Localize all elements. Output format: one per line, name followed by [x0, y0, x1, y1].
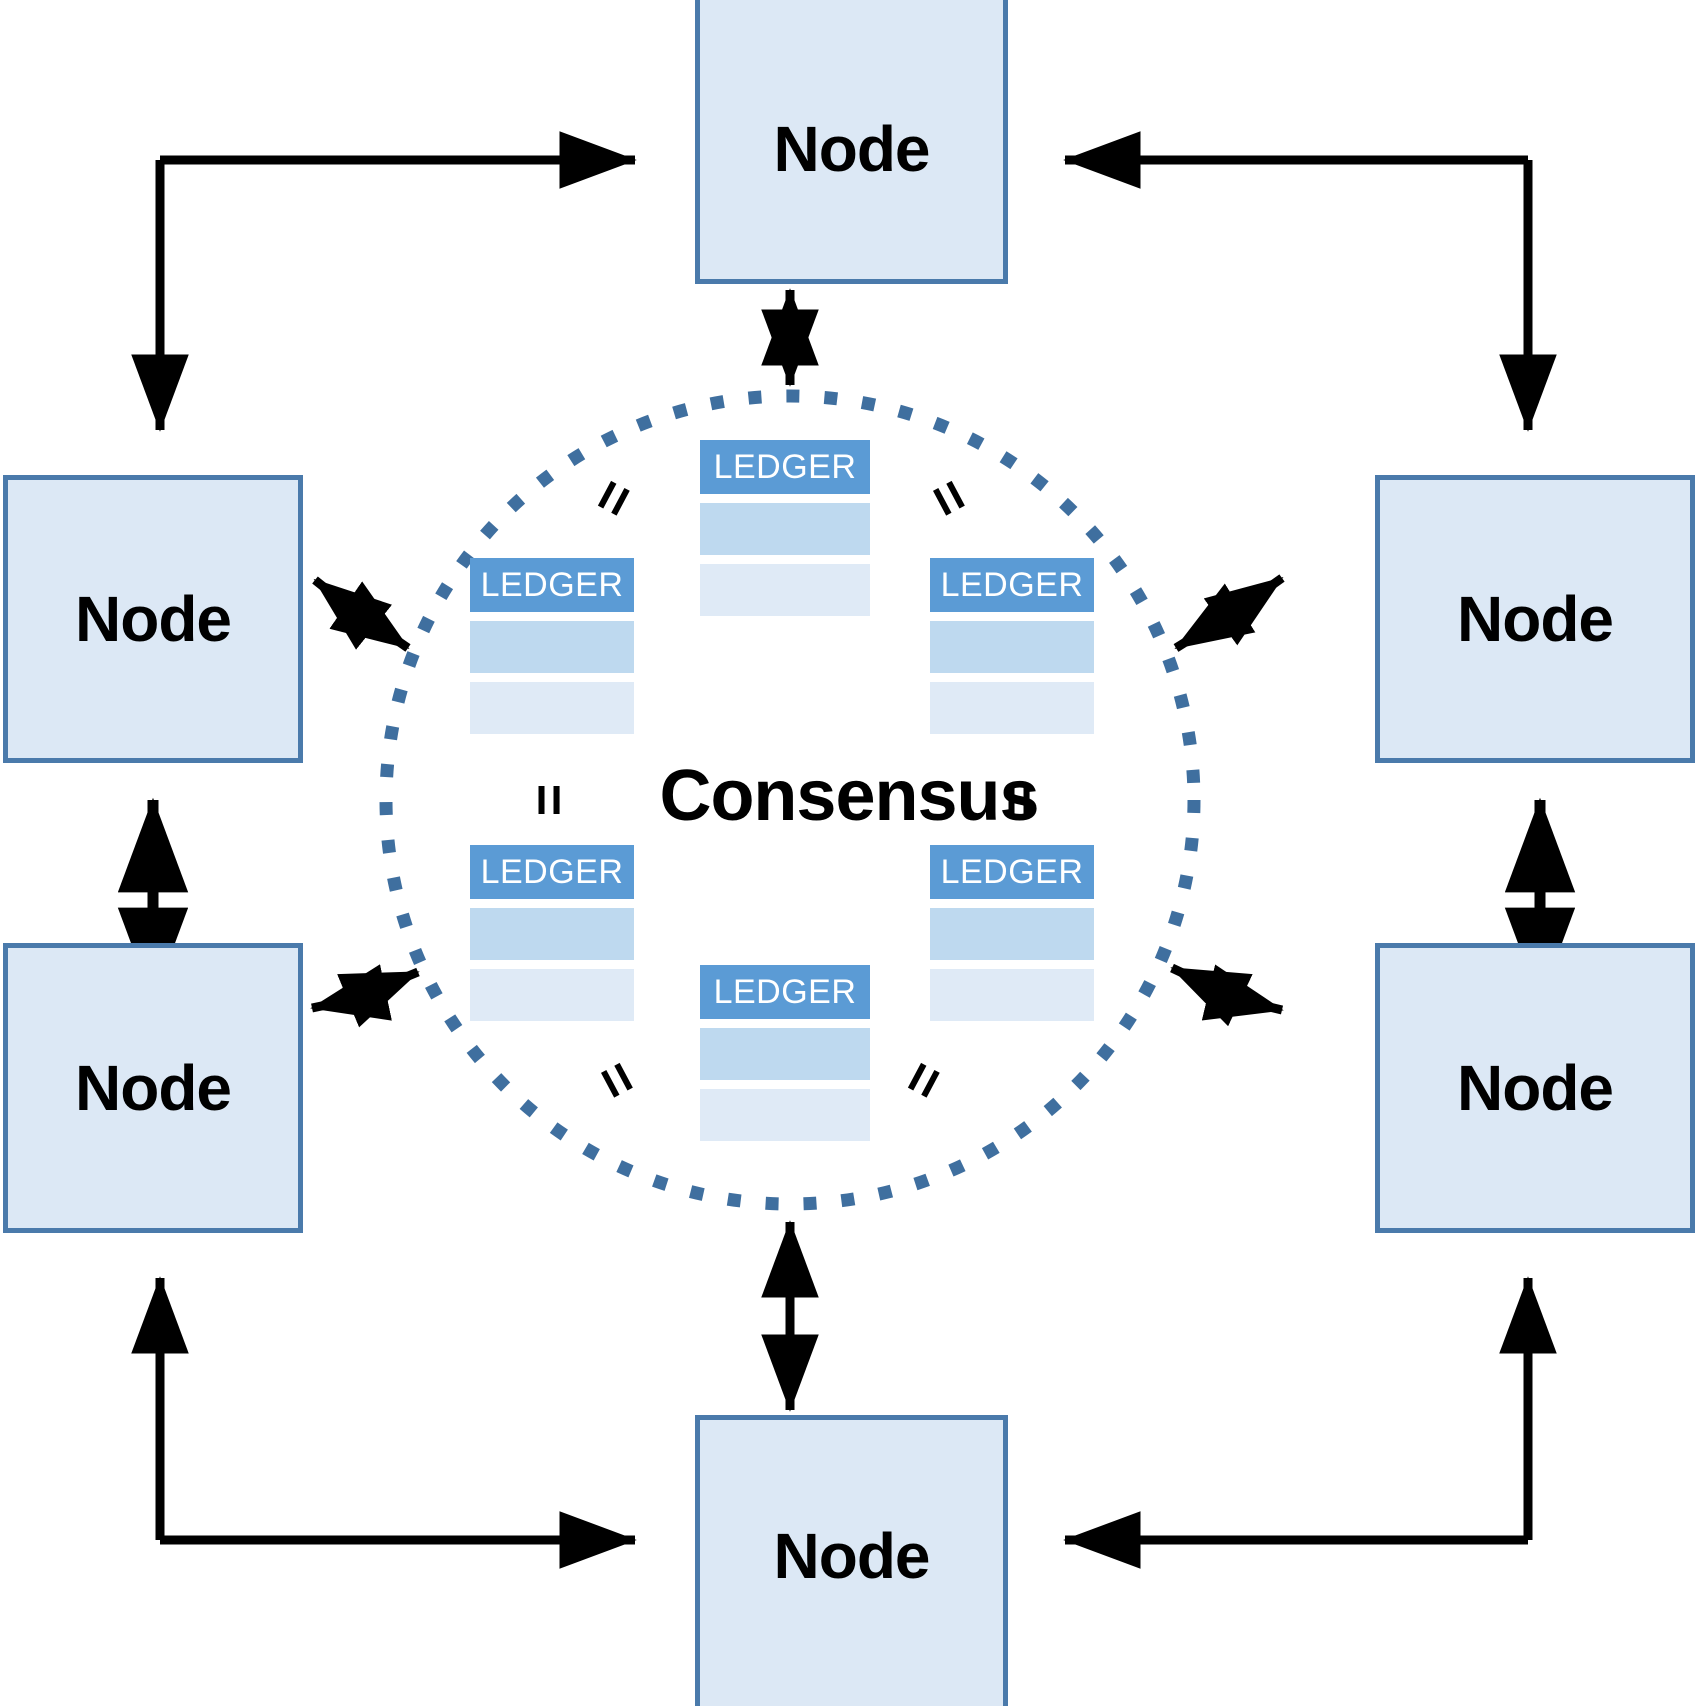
arrow-topleft-ring: [131, 131, 637, 432]
node-right-lower-label: Node: [1457, 1052, 1614, 1124]
ledger-right-lower-header: LEDGER: [930, 845, 1094, 899]
ledger-left-lower-row-2: [470, 969, 634, 1021]
ledger-right-upper-row-1: [930, 621, 1094, 673]
ledger-card-right-upper[interactable]: LEDGER: [930, 558, 1094, 734]
ledger-card-bottom[interactable]: LEDGER: [700, 965, 870, 1141]
node-top-label: Node: [773, 113, 931, 185]
equals-mark-west: =: [518, 783, 582, 817]
ledger-right-lower-row-1: [930, 908, 1094, 960]
ledger-left-upper-header: LEDGER: [470, 558, 634, 612]
ledger-left-upper-row-2: [470, 682, 634, 734]
node-left-lower-label: Node: [75, 1052, 232, 1124]
ledger-left-lower-header: LEDGER: [470, 845, 634, 899]
ledger-top-row-2: [700, 564, 870, 616]
ledger-right-upper-row-2: [930, 682, 1094, 734]
equals-mark-north-east: =: [914, 468, 986, 527]
ledger-bottom-row-2: [700, 1089, 870, 1141]
node-left-upper[interactable]: Node: [3, 475, 303, 763]
arrow-leftlower-to-consensus: [310, 964, 420, 1028]
ledger-top-row-1: [700, 503, 870, 555]
node-top[interactable]: Node: [695, 0, 1008, 284]
ledger-bottom-row-1: [700, 1028, 870, 1080]
ledger-left-upper-row-1: [470, 621, 634, 673]
arrow-rightupper-to-consensus: [1173, 574, 1285, 652]
consensus-label: Consensus: [659, 756, 1039, 836]
node-right-lower[interactable]: Node: [1375, 943, 1695, 1233]
equals-mark-south-west: =: [582, 1050, 654, 1109]
arrow-rightlower-to-consensus: [1170, 963, 1284, 1027]
ledger-top-header: LEDGER: [700, 440, 870, 494]
equals-mark-north-west: =: [577, 468, 649, 527]
node-left-upper-label: Node: [75, 583, 232, 655]
ledger-card-left-upper[interactable]: LEDGER: [470, 558, 634, 734]
node-right-upper[interactable]: Node: [1375, 475, 1695, 763]
ledger-right-upper-header: LEDGER: [930, 558, 1094, 612]
node-bottom[interactable]: Node: [695, 1415, 1008, 1706]
ledger-left-lower-row-1: [470, 908, 634, 960]
ledger-card-left-lower[interactable]: LEDGER: [470, 845, 634, 1021]
arrow-bottomleft-ring: [131, 1276, 637, 1569]
arrow-leftupper-to-consensus: [312, 576, 411, 652]
node-bottom-label: Node: [773, 1519, 931, 1592]
arrow-topright-ring: [1063, 131, 1557, 432]
arrow-bottomright-ring: [1063, 1276, 1557, 1569]
ledger-right-lower-row-2: [930, 969, 1094, 1021]
ledger-card-top[interactable]: LEDGER: [700, 440, 870, 616]
ledger-card-right-lower[interactable]: LEDGER: [930, 845, 1094, 1021]
ledger-bottom-header: LEDGER: [700, 965, 870, 1019]
node-left-lower[interactable]: Node: [3, 943, 303, 1233]
equals-mark-south-east: =: [887, 1050, 959, 1109]
node-right-upper-label: Node: [1457, 583, 1614, 655]
